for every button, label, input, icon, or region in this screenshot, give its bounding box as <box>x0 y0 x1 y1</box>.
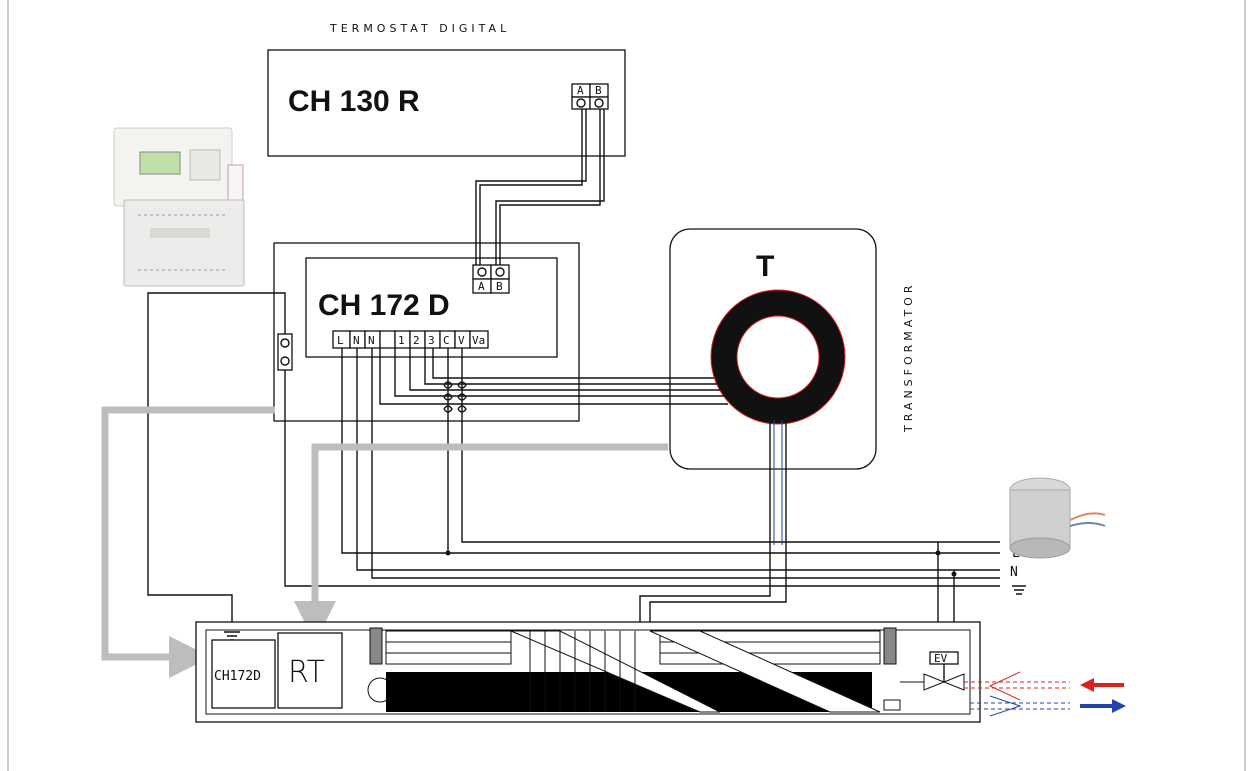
supply-wiring <box>147 292 1000 652</box>
wire-controller-to-transformer <box>379 348 787 625</box>
screw-icon <box>477 267 487 277</box>
hot-water-arrow-icon <box>1080 678 1124 692</box>
controller-terminal-b <box>490 278 510 294</box>
screw-icon <box>280 356 290 366</box>
unit-box-controller-label: CH172D <box>214 669 261 684</box>
unit-inner-frame <box>205 629 971 715</box>
unit-box-controller <box>211 639 276 709</box>
controller-screw-b <box>490 264 510 280</box>
terminal-label: N <box>353 334 360 347</box>
terminal-label: Va <box>472 334 485 347</box>
unit-box-rt <box>277 632 343 709</box>
transformer-core-outer-edge <box>710 289 846 425</box>
unit-box-rt-label: RT <box>288 655 325 690</box>
thermostat-screw-b <box>589 96 609 110</box>
transformer-label: TRANSFORMATOR <box>902 282 915 433</box>
transformer-box <box>669 228 877 470</box>
terminal-label: V <box>458 334 465 347</box>
transformer-symbol: T <box>756 250 774 283</box>
actuator-photo <box>1009 477 1106 559</box>
thermostat-box <box>267 49 626 157</box>
water-pipes <box>883 671 1070 717</box>
grey-cable-routes <box>101 406 668 678</box>
ground-icon <box>1012 585 1026 595</box>
thermostat-terminal-b-label: B <box>595 84 602 97</box>
controller-model: CH 172 D <box>318 289 450 322</box>
terminal-label: 3 <box>428 334 435 347</box>
diagram-title: TERMOSTAT DIGITAL <box>329 22 510 35</box>
controller-terminal-a-label: A <box>478 280 485 293</box>
controller-terminal-b-label: B <box>496 280 503 293</box>
transformer-core-inner-edge <box>736 315 820 399</box>
screw-icon <box>594 98 604 108</box>
transformer-core <box>711 290 845 424</box>
heat-exchanger <box>367 627 897 713</box>
controller-screw-a <box>472 264 492 280</box>
controller-terminal-strip <box>332 330 489 349</box>
screw-icon <box>280 338 290 348</box>
terminal-label: N <box>368 334 375 347</box>
thermostat-model: CH 130 R <box>288 85 420 118</box>
terminal-label: C <box>443 334 450 347</box>
device-photo <box>113 127 245 287</box>
cold-water-arrow-icon <box>1080 699 1126 713</box>
wire-thermostat-to-controller <box>475 109 605 265</box>
screw-icon <box>495 267 505 277</box>
terminal-label: 1 <box>398 334 405 347</box>
screw-icon <box>576 98 586 108</box>
inductor-coils <box>443 348 467 430</box>
terminal-label: 2 <box>413 334 420 347</box>
valve-label: EV <box>934 652 948 665</box>
terminal-label: L <box>337 334 344 347</box>
thermostat-terminal-a-label: A <box>577 84 584 97</box>
supply-line-n: N <box>1010 565 1018 580</box>
